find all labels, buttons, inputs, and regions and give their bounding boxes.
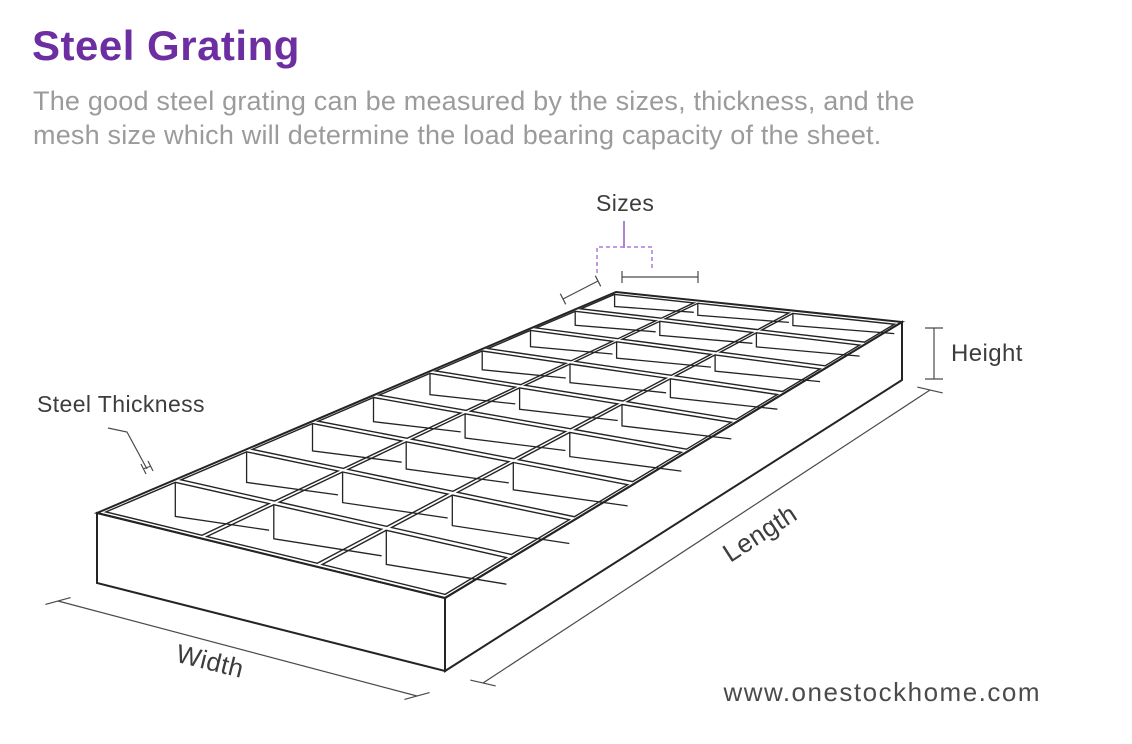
steel-thickness-label: Steel Thickness xyxy=(37,391,205,417)
page-description: The good steel grating can be measured b… xyxy=(33,84,915,152)
grating-cells xyxy=(103,293,897,596)
website-url: www.onestockhome.com xyxy=(723,677,1041,707)
length-dimension xyxy=(470,386,943,687)
grating-cell-webs xyxy=(174,294,895,585)
sizes-pointer xyxy=(596,221,653,273)
width-dimension xyxy=(45,597,430,700)
grating-top-outline xyxy=(93,290,906,600)
page-title: Steel Grating xyxy=(32,22,300,69)
grating-front-left-face xyxy=(96,511,446,673)
page-description-line2: mesh size which will determine the load … xyxy=(33,120,882,150)
sizes-label: Sizes xyxy=(596,190,655,216)
mesh-size-measure-diagonal xyxy=(559,275,602,305)
steel-thickness-pointer xyxy=(107,427,154,475)
page-description-line1: The good steel grating can be measured b… xyxy=(33,86,915,116)
height-dimension xyxy=(925,327,943,380)
mesh-size-measure-horizontal xyxy=(621,271,699,283)
height-label: Height xyxy=(951,340,1023,367)
